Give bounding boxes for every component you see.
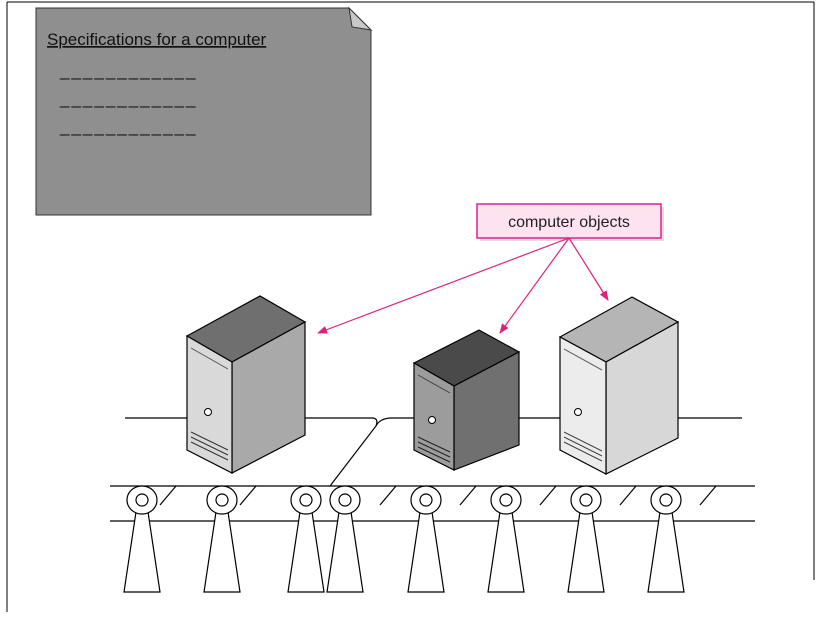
computer-object-3 [558, 296, 680, 475]
belt-top-line [375, 417, 742, 427]
conveyor-stand [123, 511, 161, 593]
roller-hub [659, 493, 673, 507]
conveyor-stand [487, 511, 525, 593]
roller-assembly-7 [567, 485, 605, 593]
computer-objects-callout: computer objects [476, 203, 664, 241]
roller-assembly-4 [326, 485, 364, 593]
roller-assembly-1 [123, 485, 161, 593]
roller-hub [338, 493, 352, 507]
computer-object-2 [412, 329, 521, 471]
conveyor-rollers [123, 485, 685, 593]
belt-diagonal-slats [159, 485, 717, 506]
roller-assembly-6 [487, 485, 525, 593]
roller-hub [419, 493, 433, 507]
roller-assembly-5 [407, 485, 445, 593]
callout-label: computer objects [508, 214, 630, 231]
conveyor-stand [326, 511, 364, 593]
spec-placeholder-line-2: ____________ [59, 89, 197, 108]
spec-placeholder-line-1: ____________ [59, 61, 197, 80]
folded-corner [348, 6, 373, 31]
roller-hub [499, 493, 513, 507]
roller-assembly-8 [647, 485, 685, 593]
roller-hub [215, 493, 229, 507]
computer-object-1 [185, 295, 307, 474]
conveyor-stand [567, 511, 605, 593]
roller-assembly-3 [287, 485, 325, 593]
arrow-to-computer-1 [317, 237, 570, 334]
conveyor-stand [203, 511, 241, 593]
roller-hub [299, 493, 313, 507]
conveyor-stand [287, 511, 325, 593]
callout-arrows [317, 237, 609, 334]
spec-placeholder-line-3: ____________ [59, 117, 197, 136]
conveyor-stand [407, 511, 445, 593]
arrow-to-computer-3 [568, 237, 609, 301]
specification-title: Specifications for a computer [47, 30, 267, 49]
specification-note: Specifications for a computer __________… [35, 6, 373, 216]
roller-hub [135, 493, 149, 507]
conveyor-stand [647, 511, 685, 593]
roller-assembly-2 [203, 485, 241, 593]
roller-hub [579, 493, 593, 507]
arrow-to-computer-2 [499, 237, 570, 334]
